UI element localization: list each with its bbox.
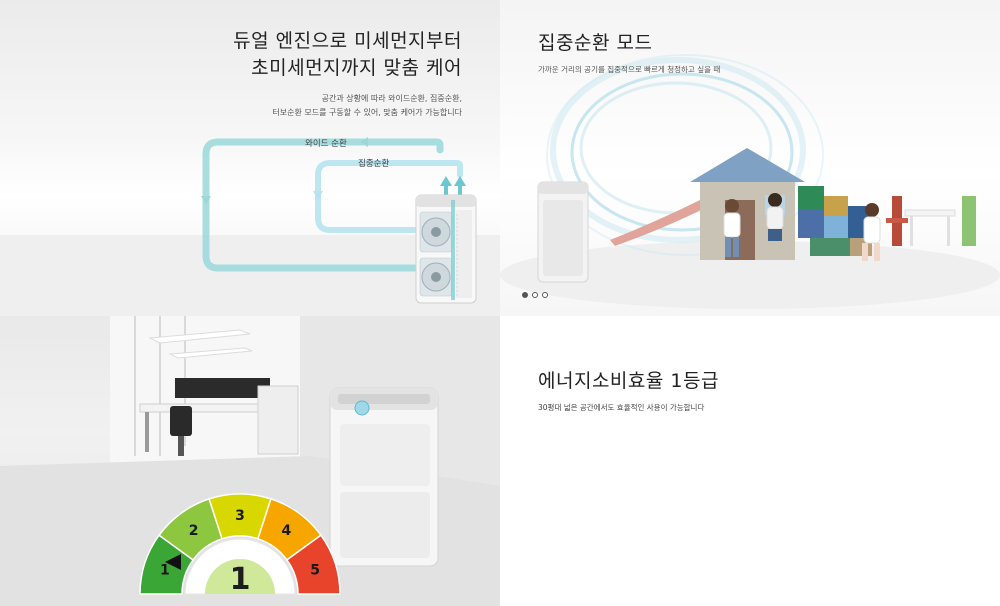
play-slide bbox=[610, 200, 705, 246]
current-grade-text: 1 bbox=[230, 562, 251, 597]
play-blocks bbox=[798, 186, 872, 256]
carousel-dots bbox=[522, 292, 548, 298]
carousel-dot-3[interactable] bbox=[542, 292, 548, 298]
energy-text-panel: 에너지소비효율 1등급 30평대 넓은 공간에서도 효율적인 사용이 가능합니다 bbox=[500, 316, 1000, 606]
gauge-grade-label-1: 1 bbox=[160, 563, 170, 579]
outflow-arrow-1 bbox=[444, 182, 448, 196]
wide-circulation-label: 와이드 순환 bbox=[305, 139, 347, 149]
desc-line-2: 터보순환 모드를 구동할 수 있어, 맞춤 케어가 가능합니다 bbox=[272, 108, 462, 117]
energy-heading: 에너지소비효율 1등급 bbox=[538, 370, 719, 392]
office-desks bbox=[139, 378, 299, 456]
gauge-grade-label-5: 5 bbox=[310, 563, 320, 579]
focus-mode-heading: 집중순환 모드 bbox=[538, 32, 653, 54]
current-grade-badge: 1 bbox=[184, 538, 296, 597]
heading-line-1: 듀얼 엔진으로 미세먼지부터 bbox=[233, 30, 462, 52]
outflow-arrow-1-head bbox=[440, 176, 452, 186]
heading-line-2: 초미세먼지까지 맞춤 케어 bbox=[251, 57, 462, 79]
kids-table-chairs bbox=[886, 196, 976, 246]
energy-grade-gauge: 1 2 3 4 5 1 bbox=[139, 493, 341, 597]
office-air-purifier bbox=[329, 387, 439, 567]
gauge-grade-label-4: 4 bbox=[282, 523, 292, 539]
energy-description: 30평대 넓은 공간에서도 효율적인 사용이 가능합니다 bbox=[538, 403, 705, 412]
gauge-grade-label-3: 3 bbox=[235, 508, 245, 524]
focus-mode-panel: 집중순환 모드 가까운 거리의 공기를 집중적으로 빠르게 청정하고 싶을 때 bbox=[500, 0, 1000, 316]
dual-engine-description: 공간과 상황에 따라 와이드순환, 집중순환, 터보순환 모드를 구동할 수 있… bbox=[272, 92, 462, 120]
focus-mode-illustration bbox=[500, 54, 1000, 309]
focus-mode-description: 가까운 거리의 공기를 집중적으로 빠르게 청정하고 싶을 때 bbox=[538, 65, 721, 74]
carousel-dot-2[interactable] bbox=[532, 292, 538, 298]
ceiling-lights bbox=[148, 329, 253, 359]
focus-circulation-path bbox=[315, 160, 463, 233]
office-illustration bbox=[0, 316, 500, 606]
gauge-segment-5 bbox=[285, 534, 341, 595]
gauge-segments: 1 2 3 4 5 bbox=[139, 493, 341, 595]
gauge-pointer bbox=[165, 554, 181, 570]
dual-engine-purifier bbox=[415, 194, 477, 304]
desc-line-1: 공간과 상황에 따라 와이드순환, 집중순환, bbox=[321, 94, 462, 103]
outflow-arrow-2 bbox=[458, 182, 462, 196]
wide-arrow-head-top bbox=[360, 137, 368, 147]
children bbox=[723, 193, 881, 261]
playhouse bbox=[690, 148, 805, 260]
dual-engine-heading: 듀얼 엔진으로 미세먼지부터 초미세먼지까지 맞춤 케어 bbox=[233, 28, 462, 82]
gauge-grade-label-2: 2 bbox=[189, 523, 199, 539]
wide-circulation-path bbox=[202, 138, 444, 272]
dual-engine-panel: 듀얼 엔진으로 미세먼지부터 초미세먼지까지 맞춤 케어 공간과 상황에 따라 … bbox=[0, 0, 500, 316]
focus-circulation-label: 집중순환 bbox=[358, 159, 390, 169]
dual-engine-illustration bbox=[0, 137, 500, 316]
wide-arrow-head bbox=[201, 196, 211, 205]
carousel-dot-1[interactable] bbox=[522, 292, 528, 298]
air-purifier bbox=[537, 181, 589, 283]
focus-arrow-head bbox=[313, 191, 323, 200]
energy-office-panel: 1 2 3 4 5 1 bbox=[0, 316, 500, 606]
outflow-arrow-2-head bbox=[454, 176, 466, 186]
